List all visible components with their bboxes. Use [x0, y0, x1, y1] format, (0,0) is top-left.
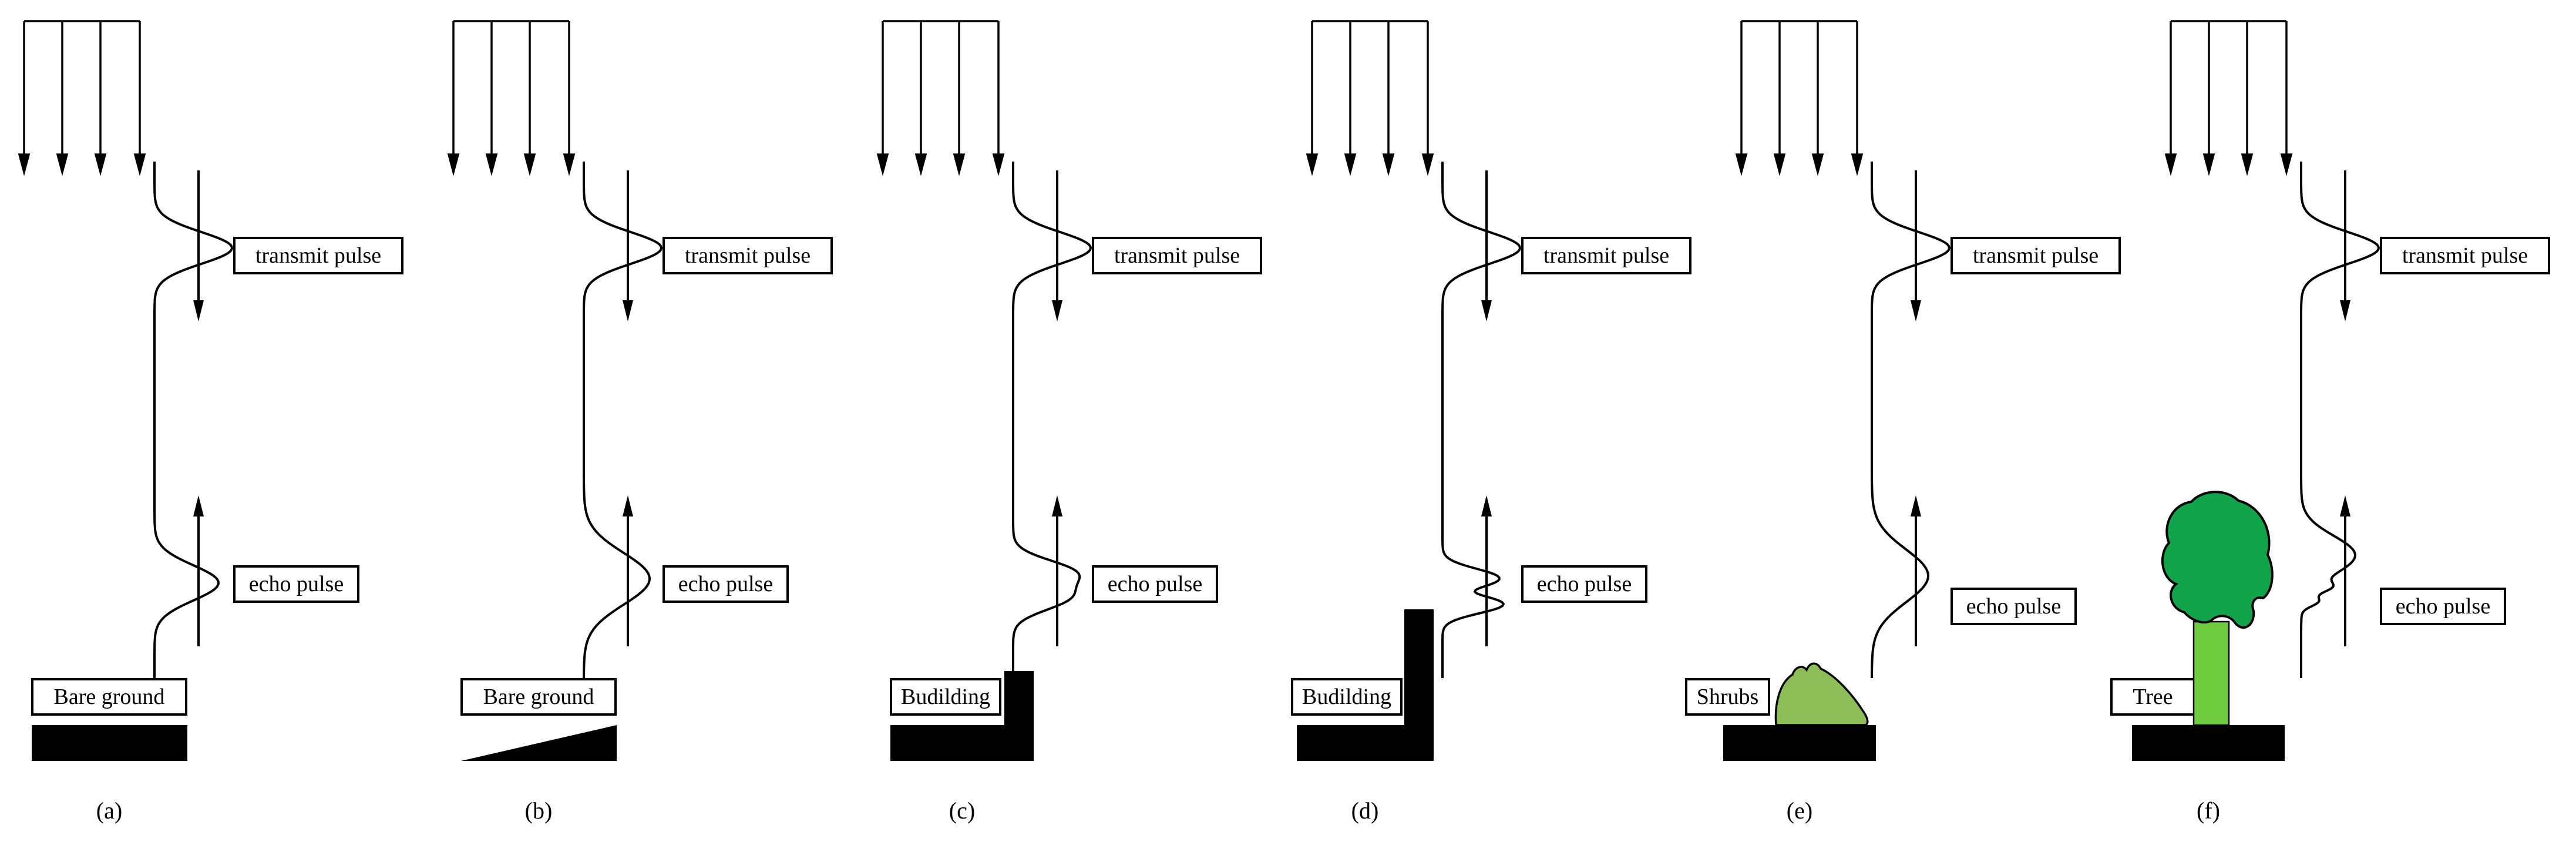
up-arrow-icon: [2340, 495, 2350, 646]
ground-shape-shrubs: [1723, 725, 1876, 761]
incident-pulse-arrows: [18, 20, 146, 176]
panel-caption-a: (a): [96, 797, 123, 824]
panel-b: transmit pulse echo pulse Bare ground (b…: [429, 0, 859, 842]
waveform-curve: [2300, 162, 2380, 678]
down-arrow-icon: [193, 170, 204, 321]
waveform-curve: [583, 162, 663, 678]
panel-d: transmit pulse echo pulse Budilding (d): [1288, 0, 1717, 842]
down-arrow-icon: [1052, 170, 1062, 321]
panel-caption-b: (b): [524, 797, 553, 824]
transmit-pulse-label: transmit pulse: [233, 237, 403, 274]
transmit-pulse-label: transmit pulse: [1092, 237, 1262, 274]
down-arrow-icon: [2340, 170, 2350, 321]
waveform-curve: [1441, 162, 1522, 678]
echo-pulse-label: echo pulse: [2380, 588, 2506, 625]
surface-label-bare-ground: Bare ground: [31, 678, 187, 716]
up-arrow-icon: [1911, 495, 1921, 646]
up-arrow-icon: [193, 495, 204, 646]
up-arrow-icon: [1481, 495, 1492, 646]
ground-shape-low-building: [890, 671, 1034, 761]
transmit-pulse-label: transmit pulse: [1951, 237, 2121, 274]
panel-caption-d: (d): [1351, 797, 1379, 824]
echo-pulse-label: echo pulse: [1521, 565, 1647, 603]
waveform-curve: [1012, 162, 1092, 678]
tree-shape: [2161, 491, 2274, 726]
down-arrow-icon: [623, 170, 633, 321]
waveform-curve: [1871, 162, 1951, 678]
surface-label-shrubs: Shrubs: [1685, 678, 1770, 716]
waveform-curve: [153, 162, 234, 678]
panel-caption-f: (f): [2197, 797, 2220, 824]
up-arrow-icon: [1052, 495, 1062, 646]
ground-shape-tree: [2132, 725, 2285, 761]
surface-label-building-low: Budilding: [890, 678, 1001, 716]
panel-caption-c: (c): [949, 797, 976, 824]
surface-label-bare-ground-slope: Bare ground: [460, 678, 617, 716]
ground-shape-sloped-ground: [461, 725, 617, 761]
surface-label-tree: Tree: [2110, 678, 2195, 716]
surface-label-building-tall: Budilding: [1291, 678, 1403, 716]
echo-pulse-label: echo pulse: [233, 565, 359, 603]
ground-shape-flat-ground: [32, 725, 187, 761]
incident-pulse-arrows: [876, 20, 1005, 176]
ground-shape-tall-building: [1297, 609, 1434, 761]
panel-f: transmit pulse echo pulse Tree (f): [2110, 0, 2576, 842]
panel-caption-e: (e): [1786, 797, 1813, 824]
up-arrow-icon: [623, 495, 633, 646]
echo-pulse-label: echo pulse: [663, 565, 789, 603]
panel-e: transmit pulse echo pulse Shrubs (e): [1685, 0, 2147, 842]
incident-pulse-arrows: [447, 20, 576, 176]
incident-pulse-arrows: [1306, 20, 1434, 176]
shrub-shape: [1774, 662, 1869, 726]
echo-pulse-label: echo pulse: [1092, 565, 1218, 603]
panel-a: transmit pulse echo pulse Bare ground (a…: [0, 0, 429, 842]
down-arrow-icon: [1481, 170, 1492, 321]
echo-pulse-label: echo pulse: [1951, 588, 2077, 625]
incident-pulse-arrows: [2164, 20, 2293, 176]
incident-pulse-arrows: [1735, 20, 1864, 176]
down-arrow-icon: [1911, 170, 1921, 321]
transmit-pulse-label: transmit pulse: [2380, 237, 2550, 274]
panel-c: transmit pulse echo pulse Budilding (c): [859, 0, 1288, 842]
transmit-pulse-label: transmit pulse: [663, 237, 833, 274]
transmit-pulse-label: transmit pulse: [1521, 237, 1691, 274]
